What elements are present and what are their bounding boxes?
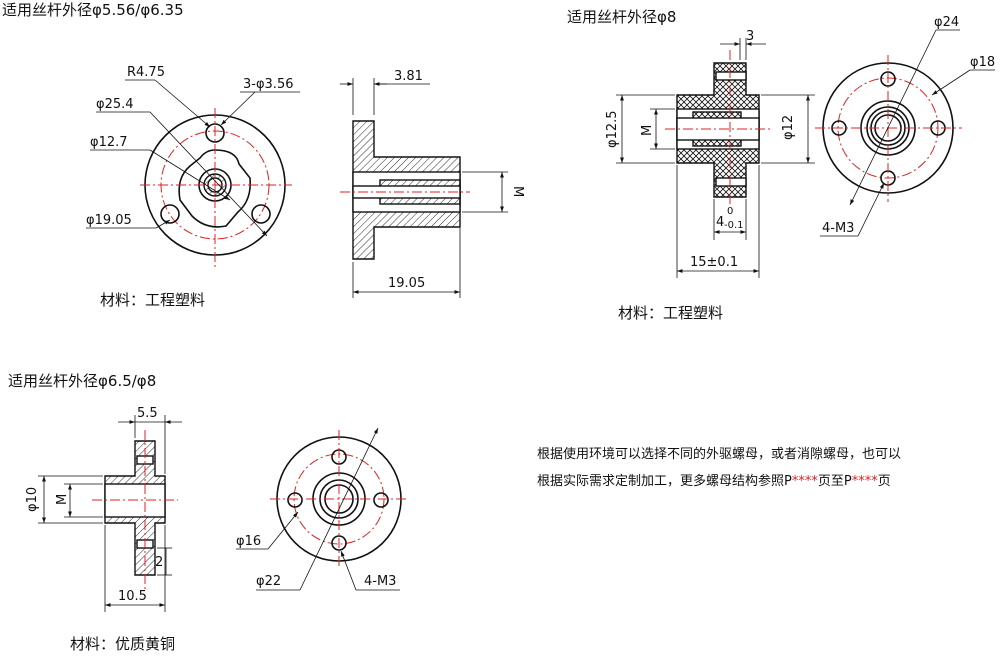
custom-note: 根据使用环境可以选择不同的外驱螺母，或者消隙螺母，也可以 根据实际需求定制加工，… xyxy=(537,446,901,489)
drawing3-body-diameter-label: φ10 xyxy=(25,487,40,512)
drawing3-group: 适用丝杆外径φ6.5/φ8 5.5 φ10 M xyxy=(8,372,408,653)
drawing1-hole-top xyxy=(205,123,225,143)
drawing3-outer-diameter-label: φ22 xyxy=(256,574,281,589)
note-line-1: 根据使用环境可以选择不同的外驱螺母，或者消隙螺母，也可以 xyxy=(537,446,901,462)
drawing3-hole-right xyxy=(373,492,389,508)
drawing3-hole-left xyxy=(287,492,303,508)
drawing2-tolerance-lower: -0.1 xyxy=(724,220,744,231)
drawing3-flange-width-label: 5.5 xyxy=(137,406,158,421)
drawing1-inner-diameter-label: φ12.7 xyxy=(90,135,128,150)
drawing2-group: 适用丝杆外径φ8 3 φ12.5 M xyxy=(567,8,995,322)
drawing3-front-view: φ16 φ22 4-M3 xyxy=(236,427,408,591)
drawing2-thread-label: M xyxy=(640,125,655,136)
drawing1-thread-label: M xyxy=(510,186,525,197)
drawing1-outer-diameter-label: φ25.4 xyxy=(96,97,134,112)
drawing2-left-diameter-label: φ12.5 xyxy=(605,110,620,148)
drawing1-hole-right xyxy=(251,204,271,224)
drawing3-pcd-label: φ16 xyxy=(236,534,261,549)
drawing1-hub-profile xyxy=(178,149,252,228)
drawing2-front-view: φ24 φ18 4-M3 xyxy=(815,15,995,237)
drawing3-title: 适用丝杆外径φ6.5/φ8 xyxy=(8,372,156,390)
drawing1-pcd-label: φ19.05 xyxy=(86,213,132,228)
drawing1-radius-label: R4.75 xyxy=(127,65,165,80)
drawing1-flange-width-label: 3.81 xyxy=(394,69,423,84)
drawing3-thread-label: M xyxy=(55,494,70,505)
drawing2-material: 材料：工程塑料 xyxy=(618,304,723,322)
drawing1-material: 材料：工程塑料 xyxy=(100,291,205,309)
drawing1-group: 适用丝杆外径φ5.56/φ6.35 R4.75 3-φ3.56 φ25.4 xyxy=(2,1,525,309)
drawing1-hole-left xyxy=(160,204,180,224)
note-line-2: 根据实际需求定制加工，更多螺母结构参照P****页至P****页 xyxy=(537,473,891,489)
drawing2-right-diameter-label: φ12 xyxy=(781,115,796,140)
note-page-placeholder-1: **** xyxy=(792,474,819,489)
drawing2-title: 适用丝杆外径φ8 xyxy=(567,8,676,26)
drawing3-hole-bottom xyxy=(331,535,347,551)
drawing3-material: 材料：优质黄铜 xyxy=(70,635,175,653)
drawing2-flange-width-label: 3 xyxy=(746,29,754,44)
note-page-placeholder-2: **** xyxy=(852,474,879,489)
drawing1-holes-label: 3-φ3.56 xyxy=(243,77,293,92)
drawing3-length-label: 10.5 xyxy=(118,589,147,604)
drawing2-tolerance-upper: 0 xyxy=(727,206,733,217)
drawing1-front-view: R4.75 3-φ3.56 φ25.4 φ12.7 φ19.05 xyxy=(86,65,300,268)
drawing3-side-section: 5.5 φ10 M 2 10.5 xyxy=(25,406,182,612)
drawing1-title: 适用丝杆外径φ5.56/φ6.35 xyxy=(2,1,184,19)
drawing2-length-label: 15±0.1 xyxy=(690,255,738,270)
drawing1-side-section: 3.81 19.05 M xyxy=(340,69,525,298)
drawing1-length-label: 19.05 xyxy=(388,276,425,291)
drawing3-step-label: 2 xyxy=(155,555,163,570)
drawing2-pcd-label: φ18 xyxy=(970,55,995,70)
drawing2-tolerance-base: 4 xyxy=(716,215,724,230)
drawing2-holes-label: 4-M3 xyxy=(822,221,854,236)
drawing3-holes-label: 4-M3 xyxy=(364,574,396,589)
drawing2-outer-diameter-label: φ24 xyxy=(934,15,959,30)
drawing2-side-section: 3 φ12.5 M φ12 4 0 -0.1 15±0.1 xyxy=(605,29,815,278)
